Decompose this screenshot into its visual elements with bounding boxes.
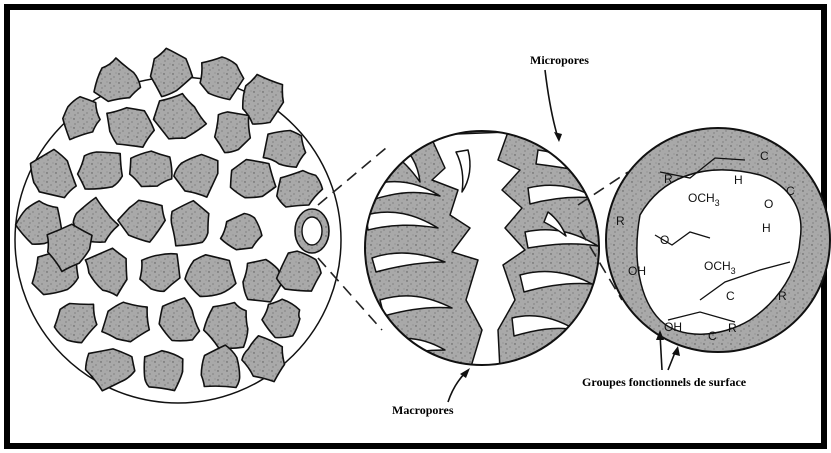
o-atom-label-2: O [764,197,773,211]
carbon-particle [78,152,123,189]
c-atom-label-2: C [786,184,795,198]
macropores-label: Macropores [392,403,454,418]
o-atom-label-1: O [660,233,669,247]
c-atom-label-4: C [708,329,717,343]
micropores-arrow [545,70,558,138]
r-group-label-3: R [728,321,737,335]
r-group-label-1: R [664,172,673,186]
h-atom-label-2: H [762,221,771,235]
surface-groups-label: Groupes fonctionnels de surface [582,375,746,390]
oh-group-label-2: OH [664,320,682,334]
micropores-label: Micropores [530,53,589,68]
carbon-particle [185,255,236,297]
r-group-label-4: R [616,214,625,228]
pore-structure-zoom [365,131,599,370]
r-group-label-2: R [778,289,787,303]
carbon-particle [231,160,276,198]
surface-groups-zoom: OH OH OCH3 OCH3 H H R R R R C C C C O O [606,128,830,352]
macropores-arrow [448,372,466,402]
carbon-granule [15,48,341,403]
oh-group-label-1: OH [628,264,646,278]
carbon-particle [144,351,183,391]
c-atom-label-1: C [760,149,769,163]
c-atom-label-3: C [726,289,735,303]
h-atom-label-1: H [734,173,743,187]
